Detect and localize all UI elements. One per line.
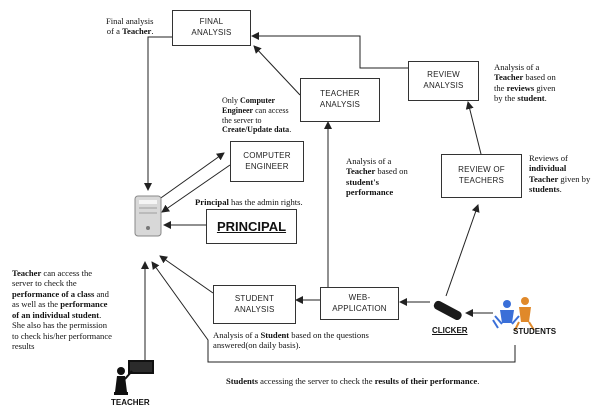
computer-engineer-box: COMPUTER ENGINEER [230, 141, 304, 182]
note-students-access: Students accessing the server to check t… [226, 376, 480, 386]
note-computer-engineer: Only Computer Engineer can access the se… [222, 96, 292, 135]
web-application-box: WEB- APPLICATION [320, 287, 399, 320]
principal-box: PRINCIPAL [206, 209, 297, 244]
review-analysis-box: REVIEW ANALYSIS [408, 61, 479, 101]
students-label: STUDENTS [513, 327, 557, 336]
student-analysis-box: STUDENT ANALYSIS [213, 285, 296, 324]
note-teacher-analysis: Analysis of a Teacher based on student's… [346, 156, 408, 198]
arrow-clicker-to-review [445, 204, 480, 297]
arrow-final-to-server [144, 36, 172, 191]
students-icon [492, 297, 535, 331]
arrow-teacher-to-final [253, 45, 301, 96]
teacher-label: TEACHER [111, 398, 150, 407]
arrow-server-to-engineer [157, 152, 225, 201]
note-principal: Principal has the admin rights. [195, 197, 303, 207]
arrow-engineer-to-server [161, 164, 231, 213]
final-analysis-box: FINAL ANALYSIS [172, 10, 251, 46]
arrow-student-to-server [159, 255, 214, 294]
teacher-icon [114, 360, 154, 395]
note-review-analysis: Analysis of a Teacher based on the revie… [494, 62, 556, 104]
note-teacher-access: Teacher can access the server to check t… [12, 268, 112, 352]
arrow-review-of-to-review-analysis [465, 101, 483, 159]
server-icon [134, 195, 162, 237]
connectors [141, 32, 516, 363]
arrow-students-to-server [151, 261, 516, 363]
note-reviews-of: Reviews of individual Teacher given by s… [529, 153, 591, 195]
arrow-review-to-final [251, 32, 408, 69]
teacher-analysis-box: TEACHER ANALYSIS [300, 78, 380, 122]
clicker-label: CLICKER [432, 326, 468, 335]
review-of-teachers-box: REVIEW OF TEACHERS [441, 154, 522, 198]
note-final-analysis: Final analysis of a Teacher. [106, 16, 154, 37]
note-student-analysis: Analysis of a Student based on the quest… [213, 330, 369, 351]
clicker-icon [433, 300, 462, 321]
